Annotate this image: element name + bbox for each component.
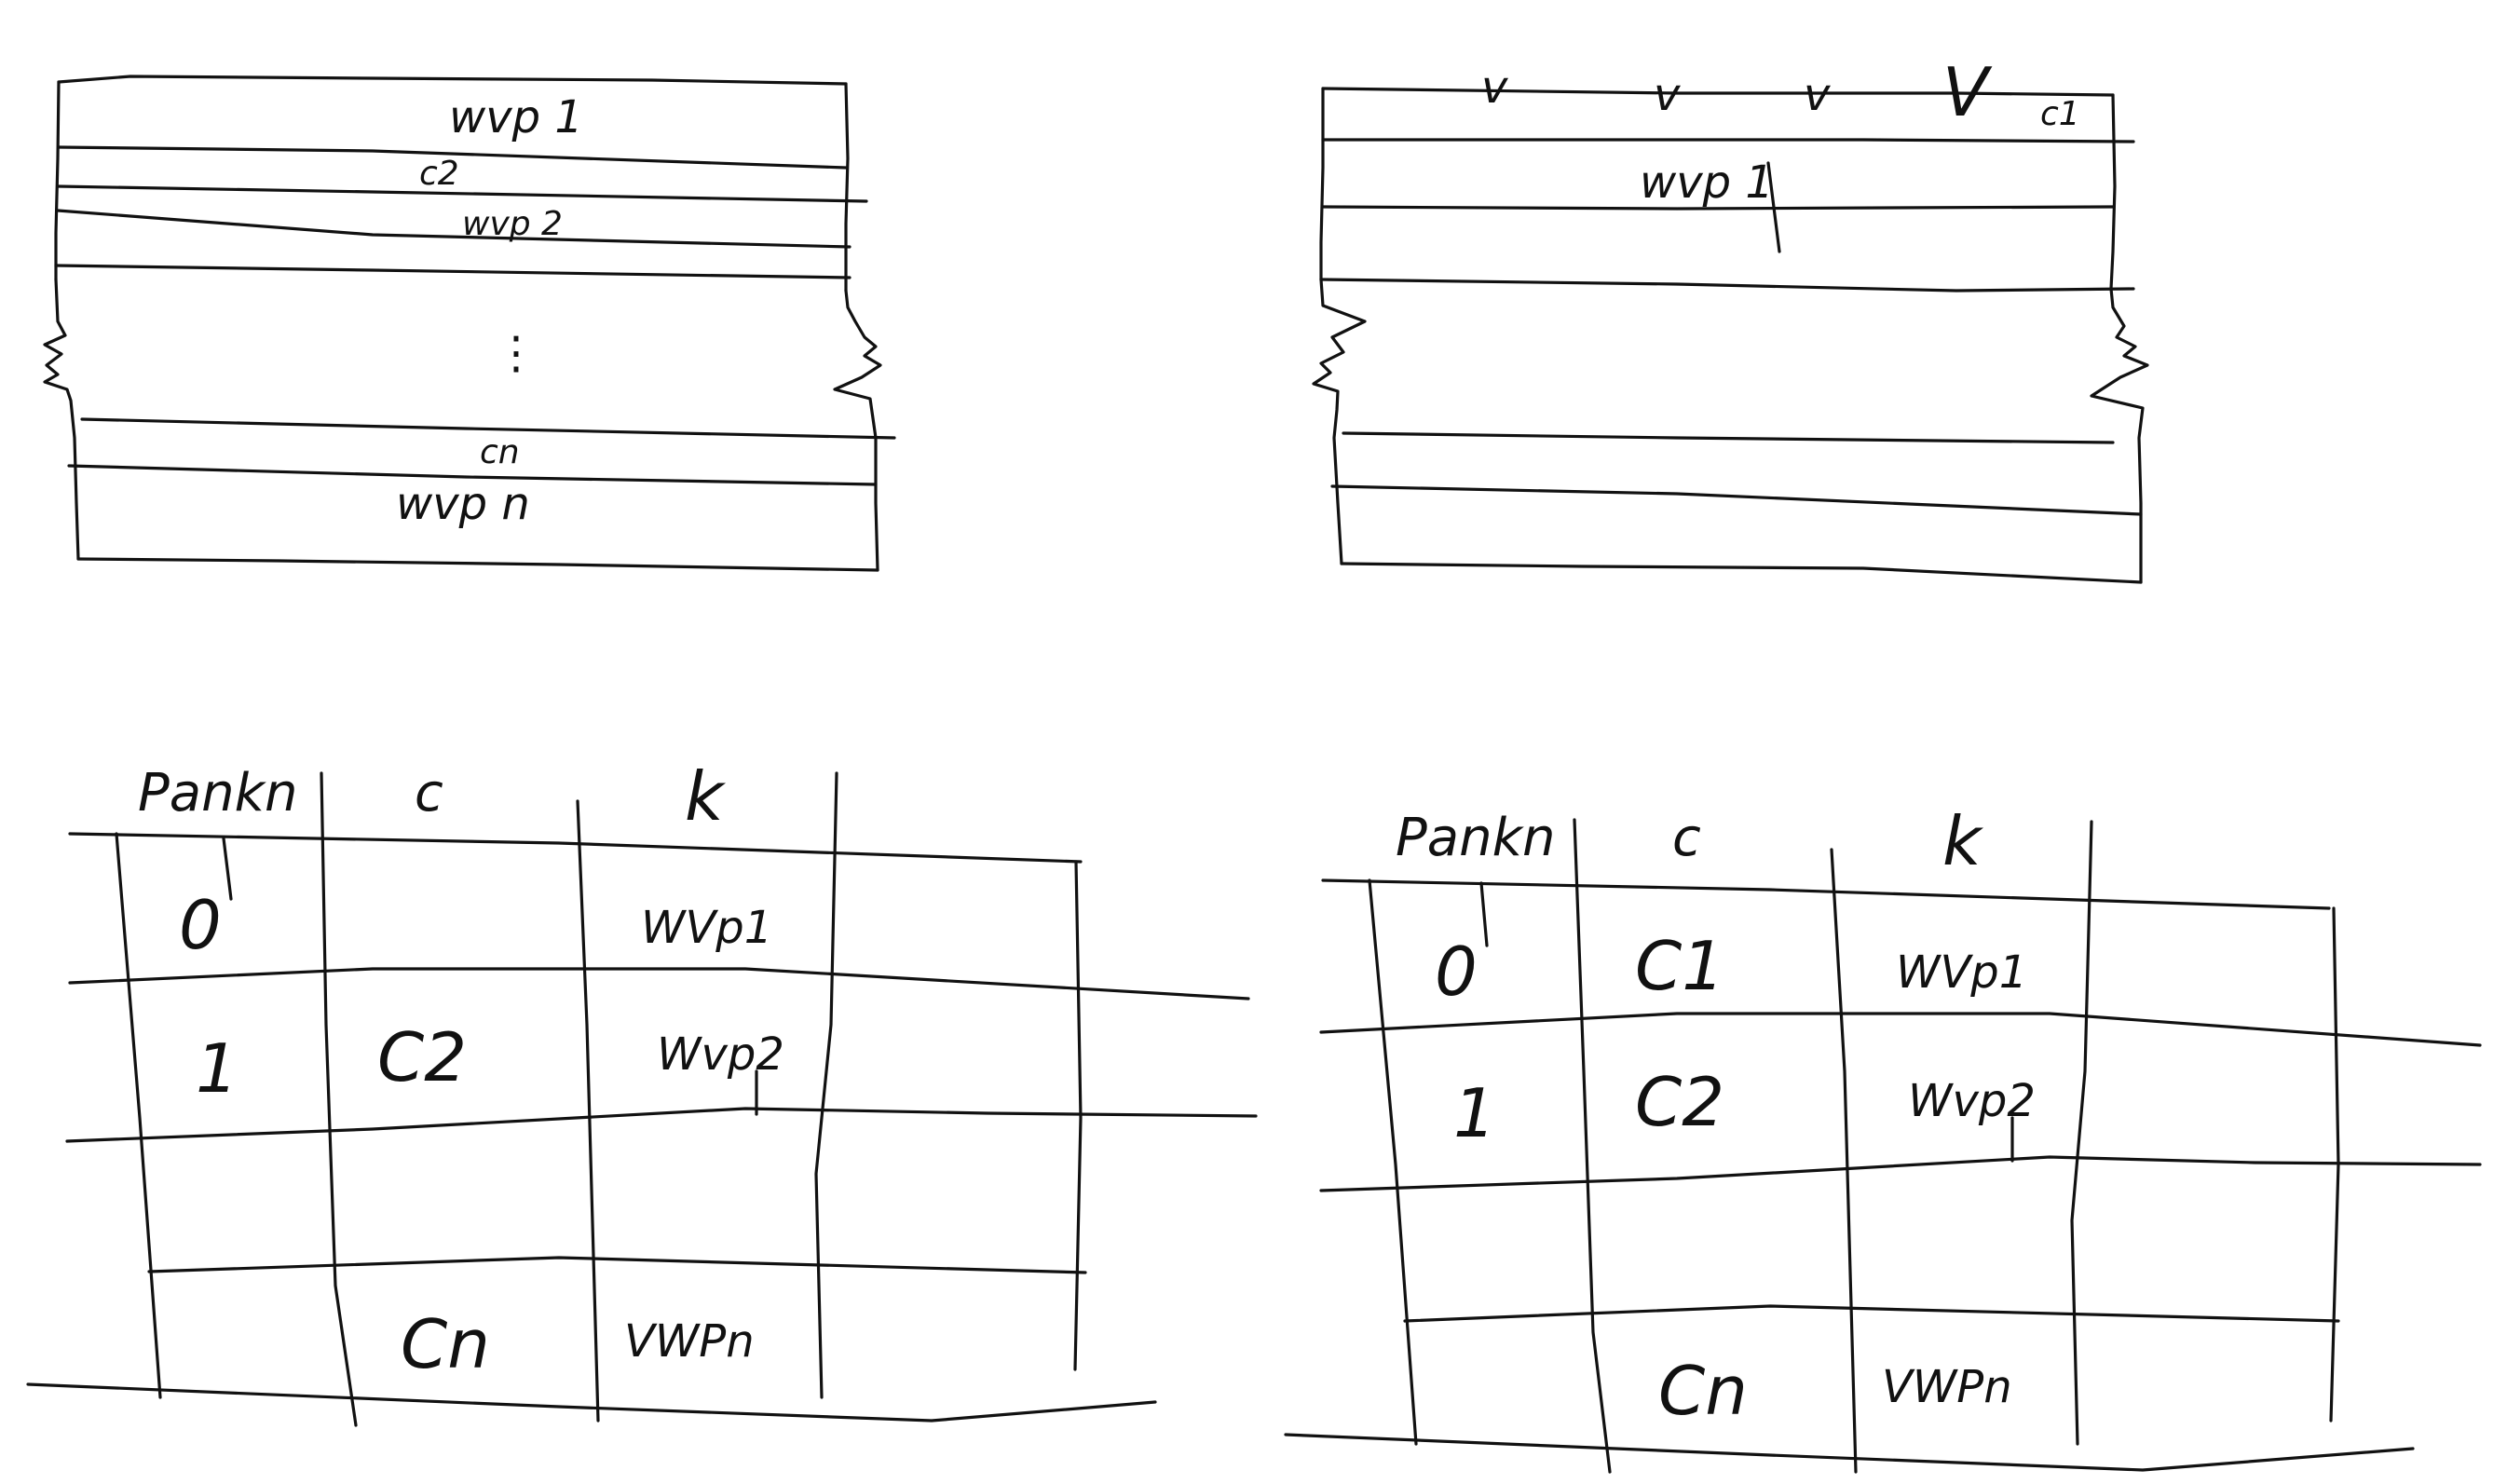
row-line — [67, 464, 878, 486]
stack-outline-top — [57, 75, 848, 86]
tick-mark: v — [1481, 61, 1508, 114]
table-h-line — [1319, 1155, 2482, 1192]
table-v-line — [1368, 878, 1418, 1446]
row-line — [1321, 138, 2135, 143]
table-left: Pankn c k 0 WVp1 1 C2 Wvp2 Cn VWPn — [26, 757, 1258, 1427]
table-cell: VWPn — [624, 1315, 755, 1368]
tick-marks: v v v V — [1481, 53, 1993, 131]
row-line — [1342, 431, 2115, 444]
stack-outline-bottom — [1340, 562, 2143, 584]
stack-outline-bottom — [76, 557, 879, 572]
table-v-line — [2329, 906, 2340, 1423]
pen-stroke — [1479, 881, 1489, 947]
row-line — [1319, 278, 2135, 293]
table-h-line — [1319, 1012, 2482, 1047]
tick-mark: v — [1654, 69, 1681, 121]
stack-right-upper-edge — [2109, 93, 2117, 291]
table-cell: VWPn — [1882, 1361, 2012, 1413]
table-v-line — [576, 799, 600, 1423]
tick-mark: v — [1804, 69, 1831, 121]
table-cell: 0 — [1435, 933, 1478, 1011]
pen-stroke — [1766, 161, 1781, 253]
torn-edge-right — [2090, 287, 2149, 584]
torn-edge-right — [833, 289, 882, 572]
table-cell: 0 — [179, 886, 222, 964]
stack-left-upper-edge — [1319, 87, 1325, 281]
row-label-wvp-1: wvp 1 — [449, 91, 583, 143]
table-h-line — [65, 1107, 1258, 1143]
torn-edge-left — [43, 278, 80, 561]
column-header-k: k — [1942, 802, 1984, 880]
table-cell: WVp1 — [1896, 946, 2027, 999]
table-v-line — [1573, 818, 1612, 1474]
table-h-line — [1284, 1433, 2415, 1472]
table-v-line — [115, 832, 162, 1399]
column-header-pankn: Pankn — [138, 763, 298, 824]
table-v-line — [320, 771, 358, 1427]
pen-stroke — [222, 837, 233, 901]
row-line — [1330, 484, 2143, 516]
row-line — [56, 184, 868, 203]
row-label-c2: c2 — [419, 155, 459, 193]
table-cell: 1 — [196, 1029, 238, 1108]
column-header-c: c — [415, 763, 443, 824]
table-cell: C2 — [1635, 1063, 1724, 1141]
table-cell: Cn — [401, 1305, 490, 1383]
table-cell: C2 — [377, 1018, 467, 1096]
row-label-wvp-2: wvp 2 — [462, 205, 563, 243]
table-v-line — [1830, 848, 1858, 1474]
row-line — [54, 264, 852, 279]
table-cell: Wvp2 — [657, 1028, 784, 1081]
table-cell: Cn — [1658, 1352, 1748, 1430]
table-right: Pankn c k 0 C1 WVp1 1 C2 Wvp2 Cn VWPn — [1284, 802, 2482, 1474]
column-header-c: c — [1672, 808, 1701, 868]
table-cell: WVp1 — [641, 902, 772, 954]
torn-edge-left — [1312, 278, 1367, 565]
stack-diagram-right: v v v V c1 wvp 1 — [1312, 53, 2149, 584]
row-line — [1321, 205, 2115, 211]
table-h-line — [26, 1382, 1157, 1423]
tick-mark: V — [1942, 53, 1993, 131]
row-label-c1: c1 — [2040, 95, 2080, 133]
table-h-line — [1321, 878, 2331, 910]
row-label-wvp-n: wvp n — [396, 478, 530, 530]
stack-diagram-left: wvp 1 c2 wvp 2 ⋮ cn wvp n — [43, 75, 896, 572]
row-line — [80, 417, 896, 440]
row-line — [57, 145, 848, 170]
table-h-line — [1403, 1304, 2340, 1323]
row-label-wvp-1: wvp 1 — [1640, 157, 1774, 209]
stack-outline-top — [1321, 87, 2115, 97]
stack-left-upper-edge — [54, 80, 61, 281]
table-v-line — [1073, 860, 1083, 1371]
column-header-pankn: Pankn — [1396, 808, 1556, 868]
table-v-line — [814, 771, 838, 1399]
table-h-line — [68, 832, 1083, 864]
table-cell: 1 — [1453, 1074, 1496, 1152]
column-header-k: k — [685, 757, 727, 836]
row-label-cn: cn — [480, 433, 520, 471]
table-cell: Wvp2 — [1908, 1075, 2036, 1127]
table-h-line — [147, 1256, 1087, 1274]
row-label-ellipsis: ⋮ — [494, 327, 538, 379]
table-cell: C1 — [1635, 927, 1724, 1005]
stack-right-upper-edge — [844, 82, 850, 293]
table-h-line — [68, 967, 1250, 1001]
row-line — [56, 209, 852, 249]
table-v-line — [2070, 820, 2093, 1446]
